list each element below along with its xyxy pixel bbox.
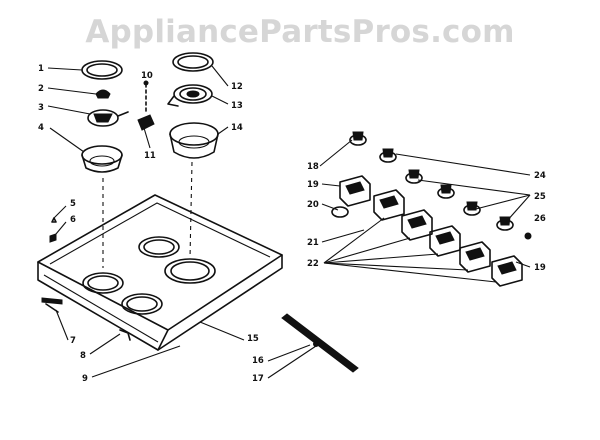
burner-opening-front-left <box>82 272 124 294</box>
callout-26: 26 <box>534 214 546 224</box>
cooktop-main-top <box>37 194 283 351</box>
burner-opening-rear-right-inner <box>170 261 210 281</box>
callout-21: 21 <box>307 238 319 248</box>
callout-numbers: 1 2 3 4 5 6 7 8 9 10 11 12 13 14 15 16 1… <box>38 64 546 384</box>
switch-part-20 <box>339 175 371 207</box>
callout-11: 11 <box>144 151 156 161</box>
surface-element-part-13 <box>173 84 213 104</box>
callout-10: 10 <box>141 71 153 81</box>
callout-12: 12 <box>231 82 243 92</box>
callout-5: 5 <box>70 199 76 209</box>
bracket-part-7 <box>41 297 63 305</box>
knob-6 <box>496 216 514 231</box>
trim-strip <box>281 313 359 373</box>
cap-part-2 <box>95 89 111 99</box>
callout-2: 2 <box>38 84 44 94</box>
leader-lines <box>47 65 531 379</box>
callout-6: 6 <box>70 215 76 225</box>
screw-part-17 <box>313 341 319 347</box>
knob-3 <box>405 169 423 184</box>
burner-opening-front-left-inner <box>87 275 119 291</box>
knob-4 <box>437 184 455 199</box>
knob-1 <box>349 131 367 146</box>
callout-1: 1 <box>38 64 44 74</box>
callout-16: 16 <box>252 356 264 366</box>
knob-2 <box>379 148 397 163</box>
surface-element-part-3 <box>87 109 119 127</box>
watermark: AppliancePartsPros.com <box>85 14 515 50</box>
callout-19-right: 19 <box>534 263 546 273</box>
callout-18: 18 <box>307 162 319 172</box>
terminal-block-part-11 <box>137 114 155 131</box>
callout-19: 19 <box>307 180 319 190</box>
callout-24: 24 <box>534 171 546 181</box>
indicator-part-21 <box>331 206 349 218</box>
right-element-stack <box>167 52 219 259</box>
burner-opening-front-right-inner <box>126 296 158 312</box>
callout-9: 9 <box>82 374 88 384</box>
burner-opening-front-right <box>121 293 163 315</box>
left-element-stack <box>81 60 129 268</box>
burner-openings <box>82 236 216 315</box>
callout-15: 15 <box>247 334 259 344</box>
trim-ring-part-12 <box>172 52 214 72</box>
callout-17: 17 <box>252 374 264 384</box>
burner-opening-rear-right <box>164 258 216 284</box>
terminal-block <box>137 80 155 131</box>
light-part-26 <box>524 232 532 240</box>
control-knobs <box>349 131 514 231</box>
callout-7: 7 <box>70 336 76 346</box>
callout-3: 3 <box>38 103 44 113</box>
left-hardware <box>41 217 63 313</box>
callout-13: 13 <box>231 101 243 111</box>
callout-4: 4 <box>38 123 44 133</box>
drip-bowl-part-14 <box>169 122 219 146</box>
callout-8: 8 <box>80 351 86 361</box>
callout-22: 22 <box>307 259 319 269</box>
infinite-switches <box>331 175 532 287</box>
burner-opening-rear-left <box>138 236 180 258</box>
clip-part-6 <box>49 233 57 243</box>
burner-opening-rear-left-inner <box>143 239 175 255</box>
trim-strip-part-16 <box>281 313 359 373</box>
callout-14: 14 <box>231 123 243 133</box>
knob-5 <box>463 201 481 216</box>
callout-20: 20 <box>307 200 319 210</box>
callout-25: 25 <box>534 192 546 202</box>
drip-bowl-part-4 <box>81 145 123 165</box>
